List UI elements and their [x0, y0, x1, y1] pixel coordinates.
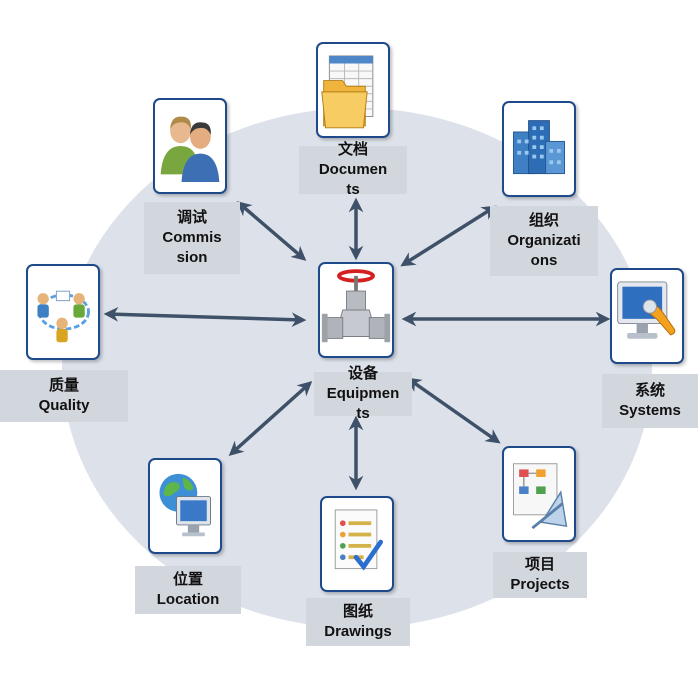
- arrow-projects: [406, 377, 501, 444]
- commission-en-2: sion: [176, 249, 208, 266]
- organizations-zh: 组织: [528, 212, 559, 229]
- quality-en: Quality: [38, 397, 90, 414]
- location-en: Location: [156, 591, 220, 608]
- computer-monitor-icon: [617, 281, 676, 339]
- commission-zh: 调试: [176, 209, 207, 226]
- equipments-zh: 设备: [347, 365, 378, 382]
- equipments-en-2: ts: [356, 405, 370, 422]
- gate-valve-icon: [321, 269, 391, 343]
- arrow-quality: [103, 306, 307, 328]
- quality-zh: 质量: [48, 377, 79, 394]
- organizations-en-2: ons: [530, 252, 558, 269]
- location-label: 位置 Location: [135, 566, 241, 614]
- drawings-zh: 图纸: [342, 603, 373, 620]
- people-icon: [160, 116, 220, 182]
- documents-label: 文档 Documen ts: [299, 141, 407, 198]
- office-building-icon: [512, 120, 566, 175]
- workflow-network-icon: [37, 290, 90, 343]
- drawings-label: 图纸 Drawings: [306, 598, 410, 646]
- projects-en: Projects: [510, 576, 570, 593]
- organizations-label: 组织 Organizati ons: [490, 206, 598, 276]
- globe-computer-icon: [159, 473, 212, 537]
- documents-tile[interactable]: [316, 42, 390, 138]
- documents-en-2: ts: [346, 181, 360, 198]
- quality-tile[interactable]: [26, 264, 100, 360]
- projects-tile[interactable]: [502, 446, 576, 542]
- equipments-en-1: Equipmen: [326, 385, 400, 402]
- drawings-tile[interactable]: [320, 496, 394, 592]
- systems-en: Systems: [619, 402, 681, 419]
- arrow-organizations: [400, 205, 497, 267]
- documents-zh: 文档: [337, 141, 368, 158]
- systems-tile[interactable]: [610, 268, 684, 364]
- equipments-tile[interactable]: [318, 262, 394, 358]
- systems-label: 系统 Systems: [602, 374, 698, 428]
- drawings-en: Drawings: [324, 623, 392, 640]
- commission-en-1: Commis: [162, 229, 222, 246]
- documents-en-1: Documen: [318, 161, 388, 178]
- folder-with-spreadsheet-icon: [321, 55, 374, 129]
- arrow-location: [228, 381, 313, 456]
- equipments-label: 设备 Equipmen ts: [314, 365, 412, 422]
- projects-zh: 项目: [524, 556, 555, 573]
- commission-label: 调试 Commis sion: [144, 202, 240, 274]
- quality-label: 质量 Quality: [0, 370, 128, 422]
- commission-tile[interactable]: [153, 98, 227, 194]
- projects-label: 项目 Projects: [493, 552, 587, 598]
- document-checklist-icon: [334, 509, 384, 571]
- location-zh: 位置: [172, 571, 203, 588]
- chart-drafting-icon: [512, 463, 568, 530]
- location-tile[interactable]: [148, 458, 222, 554]
- organizations-tile[interactable]: [502, 101, 576, 197]
- arrow-commission: [236, 201, 307, 261]
- organizations-en-1: Organizati: [507, 232, 581, 249]
- systems-zh: 系统: [634, 382, 665, 399]
